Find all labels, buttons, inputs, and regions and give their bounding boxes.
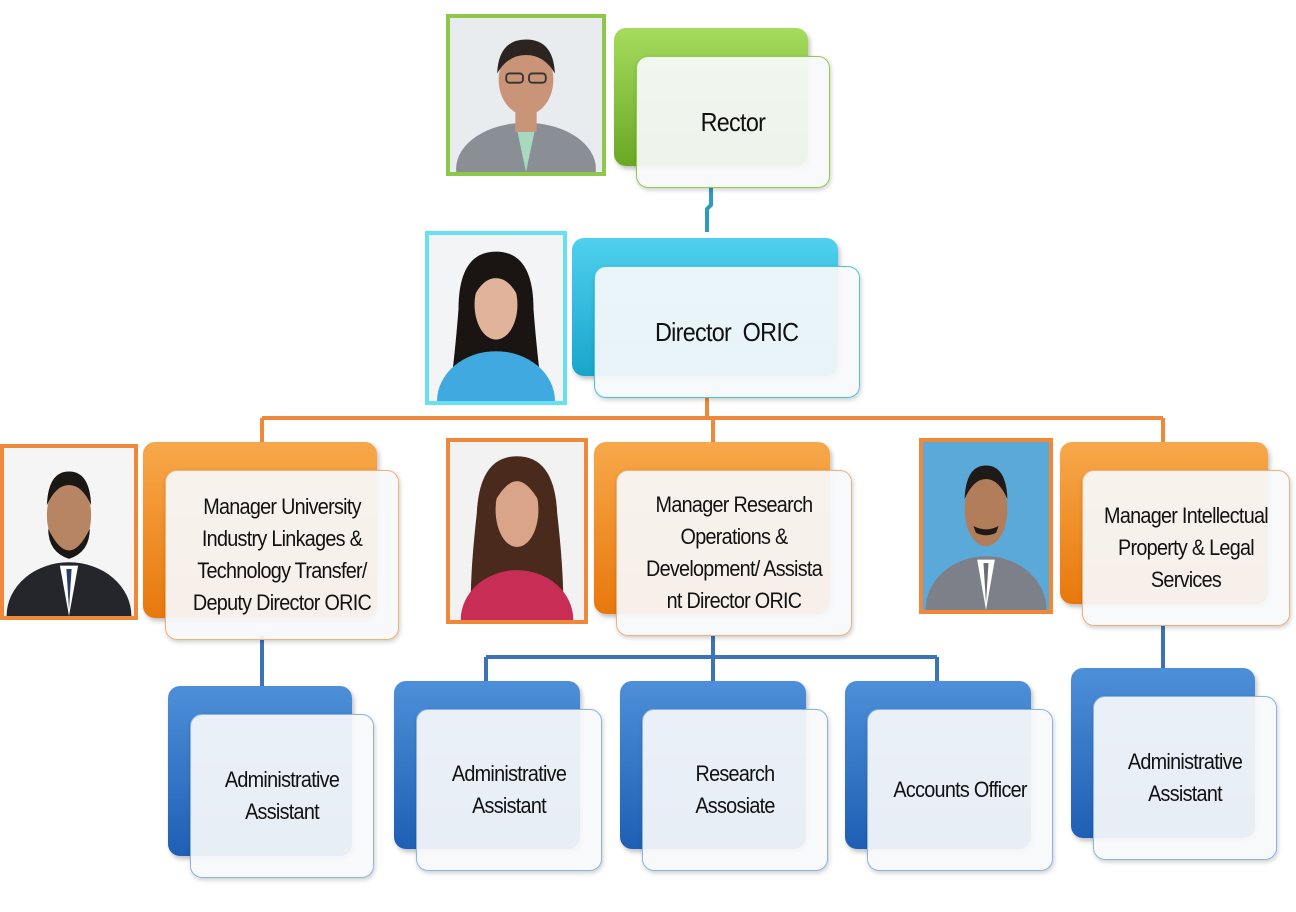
rector-label: Rector (700, 107, 766, 137)
manager-rod-box-front: Manager Research Operations & Developmen… (616, 470, 852, 636)
director-photo (425, 231, 567, 405)
manager-ip-photo (919, 438, 1053, 614)
director-box-front: Director ORIC (594, 266, 860, 398)
research-associate-box-front: Research Assosiate (642, 709, 828, 871)
connector-director-managers (260, 395, 1165, 443)
connector-rector-director (705, 186, 713, 232)
manager-rod-label: Manager Research Operations & Developmen… (645, 492, 823, 613)
accounts-officer-label: Accounts Officer (893, 777, 1027, 802)
admin-assistant-3-box-front: Administrative Assistant (1093, 696, 1277, 860)
portrait-icon (923, 442, 1049, 610)
manager-uil-label: Manager University Industry Linkages & T… (192, 494, 372, 615)
research-associate-label: Research Assosiate (695, 761, 775, 818)
admin-assistant-2-box: Administrative Assistant (394, 681, 602, 871)
rector-box-front: Rector (636, 56, 830, 188)
accounts-officer-box-front: Accounts Officer (867, 709, 1053, 871)
manager-uil-box: Manager University Industry Linkages & T… (143, 442, 399, 640)
admin-assistant-1-box-front: Administrative Assistant (190, 714, 374, 878)
manager-uil-photo (0, 444, 138, 620)
portrait-icon (450, 18, 602, 172)
portrait-icon (429, 235, 563, 401)
director-label: Director ORIC (655, 317, 799, 347)
manager-ip-box: Manager Intellectual Property & Legal Se… (1060, 442, 1290, 626)
rector-box: Rector (614, 28, 830, 188)
admin-assistant-2-box-front: Administrative Assistant (416, 709, 602, 871)
manager-ip-label: Manager Intellectual Property & Legal Se… (1104, 503, 1269, 592)
rector-photo (446, 14, 606, 176)
manager-rod-photo (446, 438, 588, 624)
manager-uil-box-front: Manager University Industry Linkages & T… (165, 470, 399, 640)
admin-assistant-1-box: Administrative Assistant (168, 686, 374, 878)
admin-assistant-3-label: Administrative Assistant (1127, 749, 1243, 806)
accounts-officer-box: Accounts Officer (845, 681, 1053, 871)
manager-ip-box-front: Manager Intellectual Property & Legal Se… (1082, 470, 1290, 626)
portrait-icon (450, 442, 584, 620)
research-associate-box: Research Assosiate (620, 681, 828, 871)
admin-assistant-2-label: Administrative Assistant (451, 761, 567, 818)
admin-assistant-3-box: Administrative Assistant (1071, 668, 1277, 860)
connector-manager-rod-staff (484, 636, 939, 682)
manager-rod-box: Manager Research Operations & Developmen… (594, 442, 852, 636)
director-box: Director ORIC (572, 238, 860, 398)
portrait-icon (4, 448, 134, 616)
admin-assistant-1-label: Administrative Assistant (224, 767, 340, 824)
